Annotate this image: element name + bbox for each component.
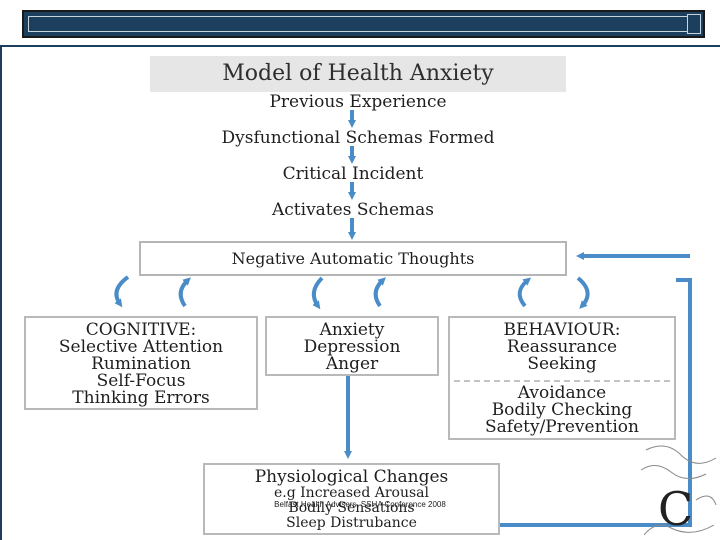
step-previous-experience: Previous Experience — [269, 92, 447, 112]
curved-arrow-beh-down — [576, 276, 590, 309]
physiological-item: Sleep Distrubance — [286, 515, 417, 531]
step-activates-schemas: Activates Schemas — [272, 200, 434, 220]
physiological-heading: Physiological Changes — [254, 467, 449, 487]
emotion-item: Depression — [303, 337, 401, 357]
curved-arrow-emo-down — [311, 276, 324, 310]
behaviour-item: Avoidance — [517, 383, 607, 403]
emotion-item: Anxiety — [319, 320, 385, 340]
behaviour-item: Safety/Prevention — [485, 417, 639, 437]
curved-arrow-cog-down — [114, 275, 130, 308]
cognitive-heading: COGNITIVE: — [85, 320, 197, 340]
slide-footer: Belfast Health Advisers, SSHA Conference… — [274, 500, 446, 509]
feedback-bottom-line — [500, 278, 692, 527]
slide-top-bar — [22, 10, 705, 38]
behaviour-item: Seeking — [527, 354, 597, 374]
emotion-item: Anger — [325, 354, 379, 374]
diagram-title: Model of Health Anxiety — [150, 56, 566, 92]
step-dysfunctional-schemas: Dysfunctional Schemas Formed — [221, 128, 495, 148]
curved-arrow-emo-up — [373, 277, 386, 308]
curved-arrow-cog-up — [178, 277, 191, 308]
curved-arrow-beh-up — [517, 277, 532, 308]
physiological-box: Physiological Changes e.g Increased Arou… — [203, 463, 500, 535]
negative-automatic-thoughts-box: Negative Automatic Thoughts — [139, 241, 567, 276]
slide-frame — [0, 45, 720, 540]
cognitive-box: COGNITIVE: Selective Attention Ruminatio… — [24, 316, 258, 410]
cognitive-item: Selective Attention — [58, 337, 224, 357]
top-bar-end-cap — [687, 14, 701, 34]
behaviour-box: BEHAVIOUR: Reassurance Seeking Avoidance… — [448, 316, 676, 440]
emotional-box: Anxiety Depression Anger — [265, 316, 439, 376]
cognitive-item: Rumination — [91, 354, 191, 374]
ornament-icon: C — [640, 445, 717, 536]
behaviour-divider — [454, 380, 670, 382]
cognitive-item: Self-Focus — [96, 371, 186, 391]
physiological-item: e.g Increased Arousal — [274, 485, 429, 501]
cognitive-item: Thinking Errors — [72, 388, 210, 408]
svg-text:C: C — [658, 482, 693, 536]
physiological-item: Bodily Sensations — [288, 500, 415, 516]
behaviour-item: Reassurance — [506, 337, 618, 357]
step-critical-incident: Critical Incident — [282, 164, 424, 184]
behaviour-item: Bodily Checking — [491, 400, 633, 420]
behaviour-heading: BEHAVIOUR: — [503, 320, 621, 340]
